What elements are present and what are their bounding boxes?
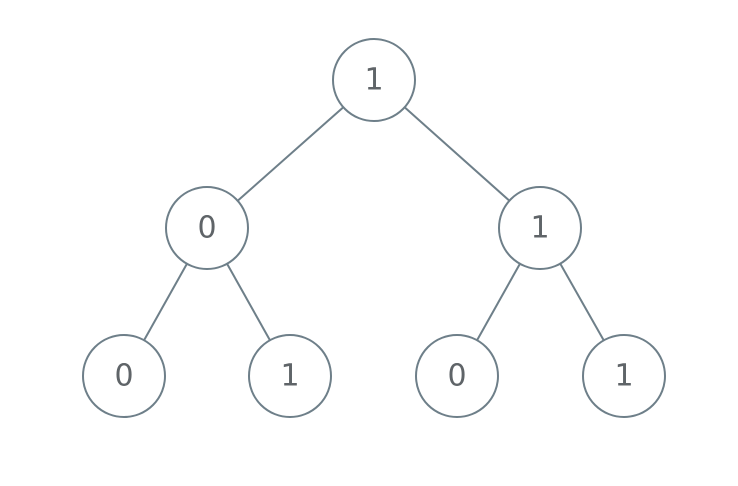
nodes-layer: 1 0 1 0 1 0 1: [82, 38, 666, 418]
node-value-right-left: 0: [447, 359, 466, 394]
node-value-left-left: 0: [114, 359, 133, 394]
node-circle-left-right: [248, 334, 332, 418]
tree-node-left-right: 1: [248, 334, 332, 418]
node-circle-left: [165, 186, 249, 270]
node-circle-right-left: [415, 334, 499, 418]
node-value-right-right: 1: [614, 359, 633, 394]
edge-left-to-left-right: [226, 263, 271, 341]
edge-root-to-right: [403, 106, 511, 202]
edge-left-to-left-left: [143, 263, 188, 341]
node-circle-root: [332, 38, 416, 122]
node-value-root: 1: [364, 63, 383, 98]
node-circle-right-right: [582, 334, 666, 418]
edges-layer: [143, 106, 605, 341]
tree-node-right-right: 1: [582, 334, 666, 418]
tree-node-right-left: 0: [415, 334, 499, 418]
tree-node-left-left: 0: [82, 334, 166, 418]
node-value-left: 0: [197, 211, 216, 246]
edge-root-to-left: [237, 106, 344, 202]
node-circle-right: [498, 186, 582, 270]
edge-right-to-right-right: [559, 263, 605, 341]
tree-node-left: 0: [165, 186, 249, 270]
node-value-right: 1: [530, 211, 549, 246]
tree-node-root: 1: [332, 38, 416, 122]
node-circle-left-left: [82, 334, 166, 418]
node-value-left-right: 1: [280, 359, 299, 394]
tree-node-right: 1: [498, 186, 582, 270]
edge-right-to-right-left: [476, 263, 521, 341]
